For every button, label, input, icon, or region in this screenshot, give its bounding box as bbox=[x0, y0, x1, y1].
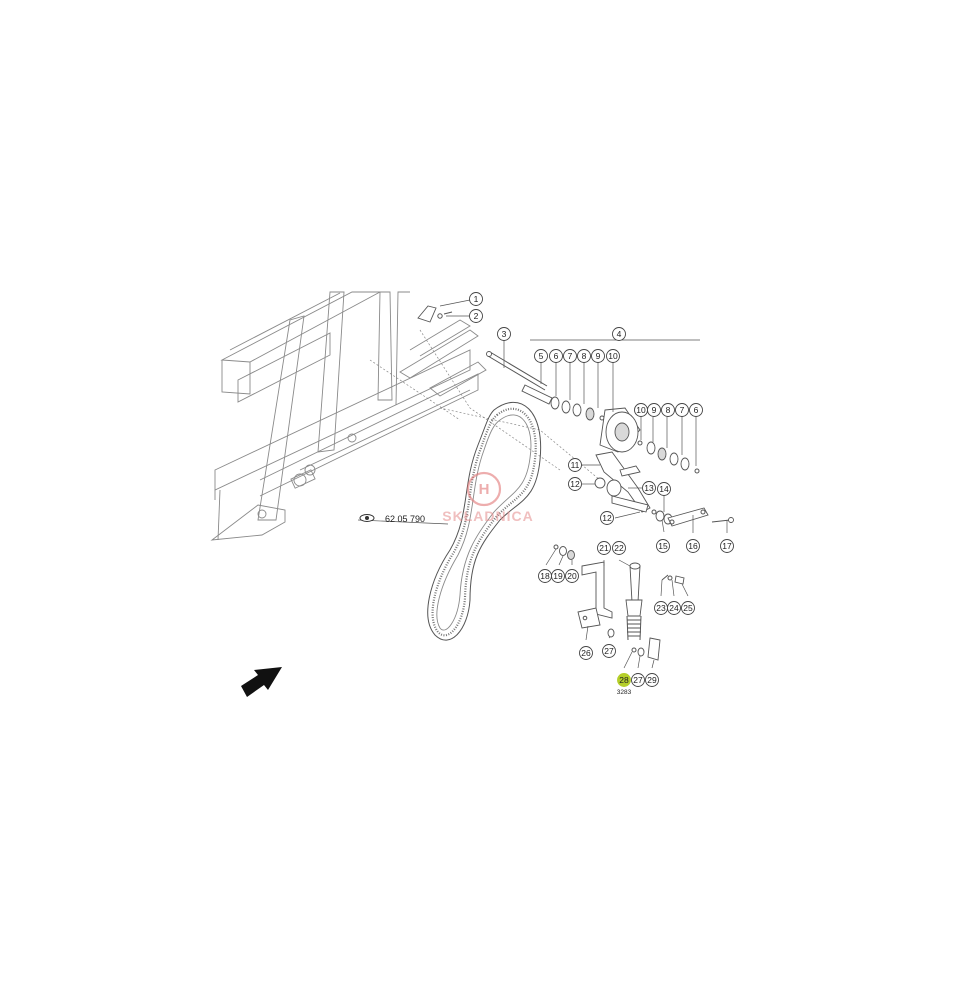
eye-icon bbox=[359, 514, 375, 522]
axle-and-washers bbox=[521, 384, 605, 421]
svg-text:23: 23 bbox=[656, 603, 666, 613]
svg-text:H: H bbox=[479, 481, 490, 498]
svg-text:9: 9 bbox=[652, 405, 657, 415]
svg-text:7: 7 bbox=[680, 405, 685, 415]
idler-pulley bbox=[599, 407, 641, 453]
spring-strut bbox=[625, 562, 643, 653]
svg-text:16: 16 bbox=[688, 541, 698, 551]
svg-text:27: 27 bbox=[604, 646, 614, 656]
svg-text:12: 12 bbox=[570, 479, 580, 489]
callout-12: 12 bbox=[568, 477, 582, 491]
callout-10: 10 bbox=[606, 349, 620, 363]
svg-text:10: 10 bbox=[608, 351, 618, 361]
svg-text:13: 13 bbox=[644, 483, 654, 493]
callout-1: 1 bbox=[469, 292, 483, 306]
callout-25: 25 bbox=[681, 601, 695, 615]
reference-note: 62 05 790 bbox=[359, 514, 425, 524]
svg-text:7: 7 bbox=[568, 351, 573, 361]
svg-text:11: 11 bbox=[571, 460, 580, 470]
svg-text:3: 3 bbox=[502, 329, 507, 339]
svg-text:25: 25 bbox=[683, 603, 693, 613]
callout-27b: 27 bbox=[631, 673, 645, 687]
washers-right bbox=[637, 440, 700, 474]
callout-leaders bbox=[357, 299, 728, 669]
svg-text:14: 14 bbox=[659, 484, 669, 494]
watermark-logo: H SKŁADNICA bbox=[442, 471, 533, 524]
svg-text:27: 27 bbox=[633, 675, 643, 685]
callout-22: 22 bbox=[612, 541, 626, 555]
shaft-part bbox=[486, 351, 548, 391]
callout-15: 15 bbox=[656, 539, 670, 553]
svg-text:2: 2 bbox=[474, 311, 479, 321]
callout-18: 18 bbox=[538, 569, 552, 583]
drawing-code: 3283 bbox=[617, 689, 632, 696]
callout-7b: 7 bbox=[675, 403, 689, 417]
svg-text:8: 8 bbox=[582, 351, 587, 361]
callout-6b: 6 bbox=[689, 403, 703, 417]
svg-text:12: 12 bbox=[602, 513, 612, 523]
svg-text:6: 6 bbox=[694, 405, 699, 415]
svg-text:6: 6 bbox=[554, 351, 559, 361]
svg-text:10: 10 bbox=[636, 405, 646, 415]
svg-text:18: 18 bbox=[540, 571, 550, 581]
callout-14: 14 bbox=[657, 482, 671, 496]
callout-7: 7 bbox=[563, 349, 577, 363]
svg-text:21: 21 bbox=[599, 543, 609, 553]
svg-text:8: 8 bbox=[666, 405, 671, 415]
tensioner-arm bbox=[594, 451, 673, 525]
callout-29: 29 bbox=[645, 673, 659, 687]
callout-3: 3 bbox=[497, 327, 511, 341]
callout-9: 9 bbox=[591, 349, 605, 363]
svg-text:28: 28 bbox=[619, 675, 629, 685]
callout-24: 24 bbox=[667, 601, 681, 615]
callout-16: 16 bbox=[686, 539, 700, 553]
callout-13: 13 bbox=[642, 481, 656, 495]
callout-10b: 10 bbox=[634, 403, 648, 417]
callout-8b: 8 bbox=[661, 403, 675, 417]
callout-2: 2 bbox=[469, 309, 483, 323]
callout-9b: 9 bbox=[647, 403, 661, 417]
callout-8: 8 bbox=[577, 349, 591, 363]
mount-bracket bbox=[577, 561, 613, 629]
callout-27: 27 bbox=[602, 644, 616, 658]
callout-6: 6 bbox=[549, 349, 563, 363]
svg-text:4: 4 bbox=[617, 329, 622, 339]
callouts: 1 2 3 4 5 6 7 8 9 10 10 9 8 7 6 11 12 13… bbox=[469, 292, 734, 687]
direction-arrow-icon bbox=[241, 667, 282, 697]
callout-26: 26 bbox=[579, 646, 593, 660]
svg-text:15: 15 bbox=[658, 541, 668, 551]
callout-20: 20 bbox=[565, 569, 579, 583]
bracket-part bbox=[417, 305, 453, 323]
svg-text:20: 20 bbox=[567, 571, 577, 581]
svg-text:26: 26 bbox=[581, 648, 591, 658]
small-parts-27-29 bbox=[607, 628, 661, 661]
link-plate bbox=[667, 507, 734, 527]
callout-11: 11 bbox=[568, 458, 582, 472]
svg-text:1: 1 bbox=[474, 294, 479, 304]
svg-text:22: 22 bbox=[614, 543, 624, 553]
callout-4: 4 bbox=[612, 327, 626, 341]
callout-5: 5 bbox=[534, 349, 548, 363]
svg-text:9: 9 bbox=[596, 351, 601, 361]
machine-frame bbox=[210, 291, 601, 541]
small-parts-18-20 bbox=[553, 544, 575, 560]
callout-17: 17 bbox=[720, 539, 734, 553]
callout-12b: 12 bbox=[600, 511, 614, 525]
callout-23: 23 bbox=[654, 601, 668, 615]
svg-text:17: 17 bbox=[722, 541, 732, 551]
small-parts-23-25 bbox=[661, 574, 685, 585]
svg-text:5: 5 bbox=[539, 351, 544, 361]
callout-19: 19 bbox=[551, 569, 565, 583]
svg-text:24: 24 bbox=[669, 603, 679, 613]
svg-text:19: 19 bbox=[553, 571, 563, 581]
reference-number: 62 05 790 bbox=[385, 514, 425, 524]
callout-28-highlighted: 28 bbox=[617, 673, 631, 687]
watermark-text: SKŁADNICA bbox=[442, 508, 533, 524]
callout-21: 21 bbox=[597, 541, 611, 555]
svg-text:29: 29 bbox=[647, 675, 657, 685]
